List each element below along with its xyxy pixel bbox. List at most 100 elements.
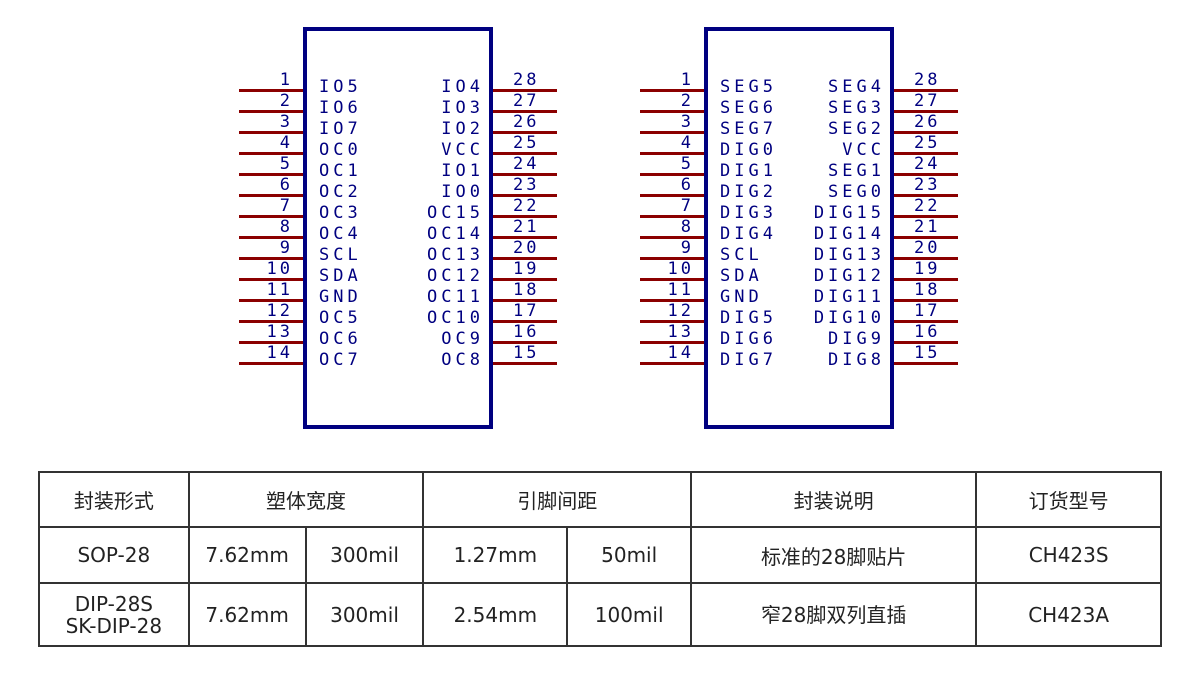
pin-label: SEG6 [720,98,777,118]
pin-line [493,215,557,218]
table-row: SOP-28 7.62mm 300mil 1.27mm 50mil 标准的28脚… [38,526,1162,584]
pin-label: DIG14 [813,224,885,244]
pin-line [493,341,557,344]
package-name-alt: SK-DIP-28 [65,613,163,638]
pin-label: DIG2 [720,182,777,202]
pin-number: 8 [279,217,293,237]
pin-label: OC13 [427,245,484,265]
pin-label: SEG2 [828,119,885,139]
pin-line [640,89,704,92]
pin-line [640,278,704,281]
pin-number: 26 [513,112,540,132]
pin-line [894,341,958,344]
pin-label: IO7 [319,119,362,139]
pin-label: DIG9 [828,329,885,349]
pin-line [894,236,958,239]
pin-number: 4 [279,133,293,153]
pin-line [239,131,303,134]
pin-line [239,152,303,155]
pin-number: 6 [680,175,694,195]
pin-label: GND [720,287,763,307]
pin-number: 21 [914,217,941,237]
pin-label: DIG3 [720,203,777,223]
pin-line [239,341,303,344]
pin-line [493,257,557,260]
pin-label: OC2 [319,182,362,202]
cell-description: 标准的28脚贴片 [690,526,978,584]
cell-order: CH423S [975,526,1162,584]
pin-number: 13 [266,322,293,342]
pin-number: 7 [680,196,694,216]
pin-line [640,131,704,134]
pin-line [894,299,958,302]
pin-number: 11 [667,280,694,300]
pin-number: 23 [914,175,941,195]
pin-line [894,89,958,92]
pin-label: OC9 [441,329,484,349]
pin-number: 20 [513,238,540,258]
pin-label: VCC [842,140,885,160]
pin-number: 14 [266,343,293,363]
pin-number: 18 [914,280,941,300]
pin-label: SEG4 [828,77,885,97]
pin-label: SEG5 [720,77,777,97]
pin-line [640,215,704,218]
pin-number: 7 [279,196,293,216]
cell-order: CH423A [975,582,1162,647]
pin-number: 12 [266,301,293,321]
pin-number: 2 [680,91,694,111]
pin-label: OC15 [427,203,484,223]
cell-body-mil: 300mil [304,582,425,647]
pin-line [894,362,958,365]
pin-number: 18 [513,280,540,300]
pin-label: OC14 [427,224,484,244]
pin-number: 27 [513,91,540,111]
pin-line [239,278,303,281]
pin-label: VCC [441,140,484,160]
pin-label: DIG7 [720,350,777,370]
pin-label: SCL [720,245,763,265]
pin-label: IO5 [319,77,362,97]
pin-line [493,299,557,302]
pin-line [894,152,958,155]
pin-label: DIG11 [813,287,885,307]
pin-line [640,152,704,155]
pin-line [239,173,303,176]
pin-number: 9 [279,238,293,258]
pin-number: 9 [680,238,694,258]
cell-pitch-mm: 2.54mm [422,582,569,647]
pin-line [640,173,704,176]
pin-number: 20 [914,238,941,258]
pin-label: OC7 [319,350,362,370]
pin-label: SCL [319,245,362,265]
pin-line [640,257,704,260]
pin-number: 1 [680,70,694,90]
pin-label: DIG5 [720,308,777,328]
pin-number: 4 [680,133,694,153]
pin-number: 5 [279,154,293,174]
pin-line [493,89,557,92]
pin-label: OC11 [427,287,484,307]
pin-line [493,173,557,176]
pin-number: 16 [914,322,941,342]
pin-label: IO6 [319,98,362,118]
pin-line [640,194,704,197]
pin-line [239,89,303,92]
pin-label: OC1 [319,161,362,181]
pin-label: DIG8 [828,350,885,370]
pin-line [493,320,557,323]
pin-number: 11 [266,280,293,300]
header-pin-pitch: 引脚间距 [422,471,693,528]
pin-line [640,362,704,365]
pin-label: OC10 [427,308,484,328]
pin-line [640,236,704,239]
pin-label: OC6 [319,329,362,349]
pin-number: 3 [279,112,293,132]
pin-label: DIG10 [813,308,885,328]
pin-label: OC12 [427,266,484,286]
cell-pitch-mil: 50mil [566,526,693,584]
pin-number: 13 [667,322,694,342]
chip-body [704,27,894,429]
pin-line [239,110,303,113]
pin-label: DIG13 [813,245,885,265]
